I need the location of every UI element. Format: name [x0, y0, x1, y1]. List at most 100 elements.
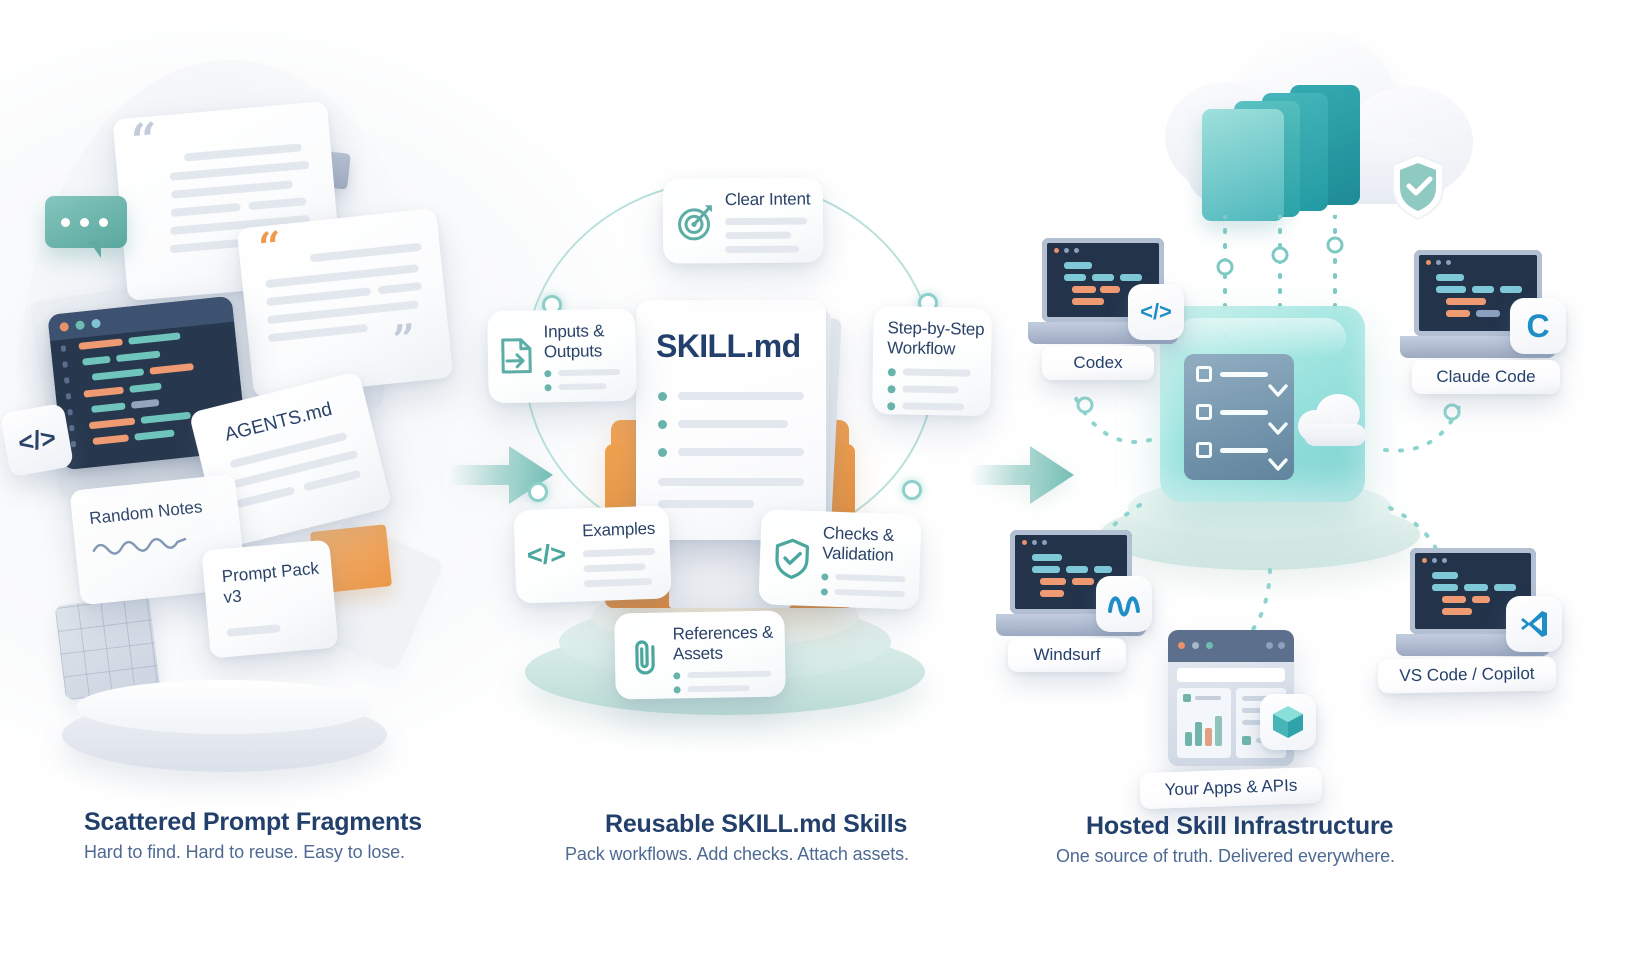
bullet-dot: [887, 368, 896, 377]
text-line: [658, 500, 754, 508]
text-line: [678, 420, 788, 428]
panel-scattered: “ “ ”: [0, 0, 470, 862]
skill-card-label: Clear Intent: [724, 189, 811, 210]
skill-card-inputs-outputs[interactable]: Inputs & Outputs: [487, 308, 637, 404]
text-line: [170, 180, 294, 199]
target-icon: [678, 205, 712, 241]
bullet-dot: [544, 384, 552, 392]
bullet-dot: [673, 672, 681, 680]
text-line: [835, 573, 906, 583]
skill-card-label: Checks & Validation: [821, 523, 895, 565]
orbit-node: [902, 480, 922, 500]
window-dot: [75, 319, 85, 330]
bullet-dot: [658, 392, 667, 401]
skill-md-card[interactable]: SKILL.md: [636, 300, 826, 540]
code-icon: </>: [526, 538, 567, 571]
windsurf-wave-icon: [1096, 576, 1152, 632]
window-dot: [91, 318, 101, 329]
text-line: [902, 385, 959, 394]
skill-card-examples[interactable]: </> Examples: [513, 505, 672, 604]
text-line: [170, 202, 241, 217]
squiggle-icon: [92, 537, 187, 555]
check-icon: [1268, 458, 1288, 471]
text-line: [583, 563, 646, 573]
panel-skills: SKILL.md Clear Intent: [470, 0, 992, 864]
code-brackets-icon: </>: [1128, 284, 1184, 340]
text-line: [678, 392, 804, 400]
glass-cube-icon: [1150, 290, 1380, 520]
vscode-icon: [1506, 596, 1562, 652]
check-icon: [1268, 422, 1288, 435]
skill-md-title: SKILL.md: [656, 328, 801, 364]
checklist-panel: [1184, 354, 1294, 480]
text-line: [724, 217, 808, 226]
skill-card-references[interactable]: References & Assets: [614, 610, 786, 700]
skill-card-label: Inputs & Outputs: [543, 321, 605, 362]
bullet-dot: [544, 370, 552, 378]
text-line: [303, 469, 362, 492]
cube-icon: [1260, 694, 1316, 750]
text-line: [558, 383, 607, 391]
text-line: [725, 231, 792, 240]
prompt-pack-card[interactable]: Prompt Pack v3: [201, 539, 339, 659]
random-notes-label: Random Notes: [88, 497, 204, 529]
text-line: [267, 323, 369, 343]
client-label-windsurf: Windsurf: [1008, 638, 1126, 672]
client-windsurf[interactable]: Windsurf: [970, 530, 1160, 680]
skill-card-checks[interactable]: Checks & Validation: [758, 509, 922, 610]
skill-card-label: Step-by-Step Workflow: [887, 318, 985, 359]
code-brackets-icon: </>: [0, 402, 75, 478]
podium-left: [62, 680, 387, 772]
orbit-node: [528, 482, 548, 502]
prompt-fragment-card[interactable]: “ ”: [236, 208, 454, 398]
random-notes-card[interactable]: Random Notes: [69, 473, 247, 606]
client-codex[interactable]: </> Codex: [1010, 238, 1190, 383]
text-line: [725, 245, 800, 254]
laptop-screen: [1010, 530, 1132, 614]
text-line: [687, 685, 750, 693]
text-line: [678, 448, 804, 456]
bullet-dot: [658, 448, 667, 457]
prompt-pack-text: Prompt Pack v3: [221, 558, 320, 607]
client-label-your-apps: Your Apps & APIs: [1139, 766, 1323, 810]
skill-card-workflow[interactable]: Step-by-Step Workflow: [872, 305, 992, 417]
text-line: [658, 478, 804, 486]
panel-subtitle-hosted: One source of truth. Delivered everywher…: [1056, 846, 1395, 866]
prompt-pack-label: Prompt Pack v3: [221, 558, 334, 609]
text-line: [309, 242, 422, 263]
shield-check-icon: [1388, 152, 1448, 222]
bullet-dot: [673, 686, 681, 694]
text-line: [582, 547, 656, 558]
text-line: [583, 577, 653, 588]
text-line: [235, 486, 296, 509]
text-line: [558, 368, 621, 377]
text-line: [687, 670, 772, 679]
skill-card-clear-intent[interactable]: Clear Intent: [662, 177, 824, 264]
text-line: [377, 281, 423, 295]
quote-icon: “: [129, 111, 161, 169]
panel-title-skills: Reusable SKILL.md Skills: [605, 810, 908, 838]
bullet-dot: [887, 385, 896, 394]
bullet-dot: [820, 588, 828, 596]
client-label-vscode: VS Code / Copilot: [1377, 656, 1557, 694]
bullet-dot: [821, 573, 829, 581]
text-line: [169, 160, 310, 181]
window-dot: [59, 321, 70, 332]
text-line: [902, 368, 971, 377]
client-your-apps[interactable]: Your Apps & APIs: [1138, 630, 1338, 810]
skill-stack: [1200, 85, 1375, 225]
quote-icon: “: [256, 222, 285, 272]
client-label-codex: Codex: [1042, 346, 1154, 380]
cloud-icon: [1298, 394, 1370, 450]
paperclip-icon: [635, 640, 655, 675]
client-claude-code[interactable]: C Claude Code: [1390, 250, 1580, 400]
client-vscode[interactable]: VS Code / Copilot: [1377, 548, 1588, 703]
panel-hosted: </> Codex C Claude Code: [990, 0, 1625, 900]
text-line: [266, 287, 372, 307]
skill-card-label: Examples: [581, 518, 656, 541]
text-line: [834, 588, 905, 598]
arrow-right-icon: [447, 440, 557, 510]
file-in-icon: [501, 338, 532, 374]
chat-bubble-icon: [45, 196, 127, 258]
